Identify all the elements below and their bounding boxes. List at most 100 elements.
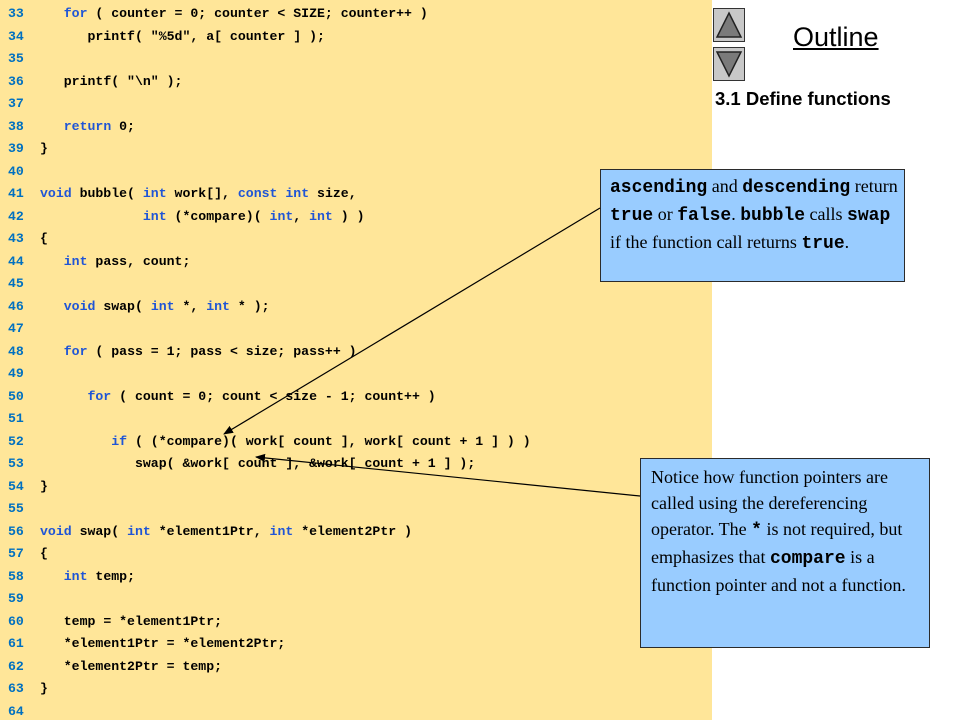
keyword: const [237,186,278,201]
code-token: printf( "%5d", a[ counter ] ); [87,28,325,44]
code-line: 52 if ( (*compare)( work[ count ], work[… [0,431,531,453]
code-token: { [40,231,48,246]
code-token: temp = *element1Ptr; [63,613,223,629]
code-token: *element1Ptr = *element2Ptr; [63,636,286,651]
callout-text: . [731,204,741,224]
line-number: 58 [8,568,24,584]
code-line: 43 { [0,228,48,250]
keyword: int [206,298,230,314]
previous-slide-button[interactable] [713,8,745,42]
code-line: 36 printf( "\n" ); [0,71,182,93]
code-token: 0; [111,118,135,134]
code-text: } [40,678,48,700]
keyword: int [142,208,167,224]
code-term: compare [769,549,846,569]
callout-return-values: ascending and descending return true or … [600,169,905,282]
keyword: void [40,186,72,201]
keyword: int [63,568,88,584]
code-text: printf( "%5d", a[ counter ] ); [40,26,325,48]
code-token: *element2Ptr = temp; [63,658,223,674]
code-term: * [751,521,762,541]
keyword: return [63,118,112,134]
code-token: swap( [95,298,151,314]
callout-text: Notice how function pointers are called … [651,467,888,539]
code-line: 40 [0,161,40,183]
arrow-to-swap-call [255,453,641,497]
code-term: bubble [740,206,806,226]
code-text: int (*compare)( int, int ) ) [40,206,365,228]
callout-text: is a function pointer and not a function… [651,547,906,595]
code-text: int pass, count; [40,251,191,273]
code-token: (*compare)( [166,208,270,224]
code-text: void bubble( int work[], const int size, [40,183,357,205]
code-line: 61 *element1Ptr = *element2Ptr; [0,633,285,655]
line-number: 45 [8,276,24,291]
keyword: int [127,523,151,539]
code-term: true [801,234,845,254]
code-token: } [40,141,48,156]
line-number: 51 [8,411,24,426]
code-line: 45 [0,273,40,295]
code-line: 57{ [0,543,48,565]
line-number: 62 [8,658,24,674]
keyword: for [87,388,112,404]
keyword: int [142,186,167,201]
line-number: 56 [8,523,24,539]
code-line: 60 temp = *element1Ptr; [0,611,222,633]
code-text: for ( count = 0; count < size - 1; count… [40,386,435,408]
outline-link[interactable]: Outline [793,22,879,52]
code-line: 44 int pass, count; [0,251,190,273]
line-number: 60 [8,613,24,629]
next-slide-button[interactable] [713,47,745,81]
keyword: int [285,186,310,201]
code-token: bubble( [71,186,143,201]
line-number: 38 [8,118,24,134]
callout-text: or [653,204,678,224]
callout-text: . [844,232,850,252]
code-token: pass, count; [87,253,191,269]
code-token: ( (*compare)( work[ count ], work[ count… [127,433,531,449]
line-number: 59 [8,591,24,606]
callout-text: calls [805,204,848,224]
code-token: size, [309,186,357,201]
line-number: 52 [8,433,24,449]
code-line: 37 [0,93,40,115]
code-token: } [40,478,48,494]
code-token: * ); [229,298,270,314]
code-line: 63} [0,678,48,700]
code-line: 62 *element2Ptr = temp; [0,656,222,678]
code-token: work[], [166,186,238,201]
code-token: *element1Ptr, [150,523,270,539]
keyword: int [150,298,175,314]
code-token: ( counter = 0; counter < SIZE; counter++… [87,6,428,21]
line-number: 33 [8,6,24,21]
code-text: } [40,476,48,498]
code-text: } [40,138,48,160]
line-number: 39 [8,141,24,156]
code-text: { [40,543,48,565]
code-line: 38 return 0; [0,116,135,138]
code-line: 46 void swap( int *, int * ); [0,296,270,318]
code-token: } [40,681,48,696]
code-token: ( pass = 1; pass < size; pass++ ) [87,343,357,359]
keyword: int [269,208,294,224]
callout-text: is not required, but emphasizes that [651,519,903,567]
code-line: 59 [0,588,40,610]
code-line: 49 [0,363,40,385]
line-number: 37 [8,96,24,111]
line-number: 40 [8,163,24,179]
code-text: swap( &work[ count ], &work[ count + 1 ]… [40,453,475,475]
code-text: for ( counter = 0; counter < SIZE; count… [40,3,428,25]
line-number: 55 [8,501,24,516]
code-term: false [677,206,732,226]
code-term: ascending [610,178,708,198]
line-number: 43 [8,231,24,246]
code-term: true [610,206,654,226]
code-line: 35 [0,48,40,70]
code-text: *element2Ptr = temp; [40,656,222,678]
callout-text: if the function call returns [610,232,802,252]
keyword: for [63,343,88,359]
code-token: { [40,546,48,561]
code-line: 51 [0,408,40,430]
